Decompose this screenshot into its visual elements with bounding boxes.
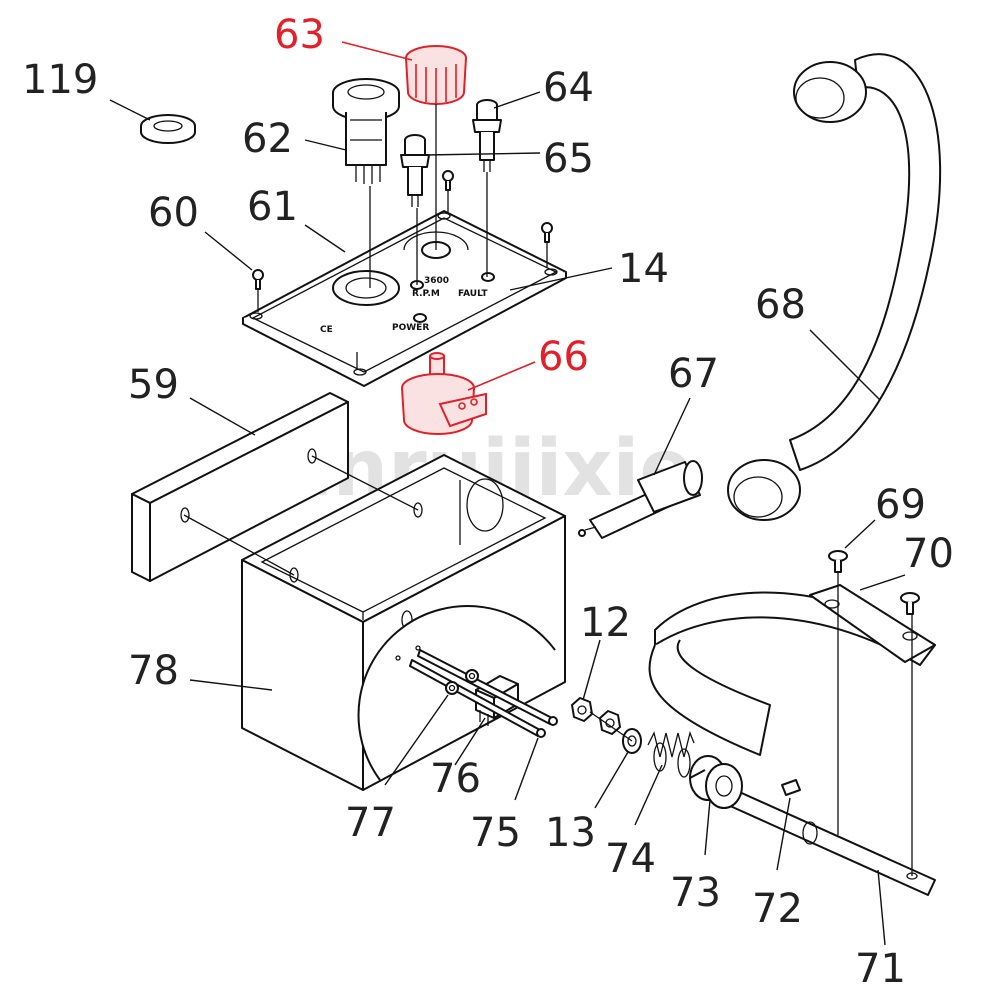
- part-59-side-plate: [131, 392, 349, 582]
- leader-lines: [109, 41, 906, 946]
- label-14: 14: [618, 246, 669, 292]
- panel-rpm-value: 3600: [424, 276, 449, 286]
- label-74: 74: [605, 836, 656, 882]
- part-65-power-lamp: [400, 134, 430, 207]
- label-60: 60: [148, 190, 199, 236]
- label-78: 78: [128, 648, 179, 694]
- part-61-panel-plate: 3600 R.P.M FAULT POWER CE: [242, 210, 567, 387]
- part-70-bracket: [648, 584, 936, 756]
- label-61: 61: [247, 184, 298, 230]
- label-63: 63: [274, 12, 325, 58]
- panel-power-text: POWER: [392, 323, 429, 333]
- part-75-screws: [409, 649, 558, 738]
- part-66-rotary-switch: [401, 352, 487, 435]
- label-59: 59: [128, 362, 179, 408]
- part-69-screws: [828, 550, 920, 615]
- label-13: 13: [545, 810, 596, 856]
- part-labels: 119 63 64 62 65 60 61 14 66 59 67 68 69 …: [22, 12, 954, 992]
- part-68-conduit: [727, 53, 942, 521]
- part-64-fault-lamp: [472, 99, 502, 172]
- label-69: 69: [875, 482, 926, 528]
- assembly-lines: [183, 104, 913, 876]
- label-119: 119: [22, 57, 98, 103]
- label-75: 75: [470, 810, 521, 856]
- label-71: 71: [855, 946, 906, 992]
- part-77-nuts: [395, 645, 479, 695]
- label-68: 68: [755, 282, 806, 328]
- label-77: 77: [345, 800, 396, 846]
- part-72-key: [781, 779, 801, 796]
- panel-fault-text: FAULT: [458, 289, 488, 299]
- part-60-screw: [252, 269, 264, 290]
- label-67: 67: [668, 351, 719, 397]
- part-62-emergency-stop: [332, 78, 400, 184]
- part-74-spring: [647, 730, 695, 778]
- label-64: 64: [543, 65, 594, 111]
- label-73: 73: [670, 870, 721, 916]
- panel-rpm-label: R.P.M: [412, 289, 440, 299]
- label-12: 12: [580, 600, 631, 646]
- label-76: 76: [430, 756, 481, 802]
- part-63-knob: [405, 45, 467, 105]
- part-119-ring: [140, 114, 196, 144]
- label-70: 70: [903, 531, 954, 577]
- part-12-nuts: [571, 697, 621, 735]
- part-73-collar: [689, 755, 743, 809]
- label-66: 66: [538, 334, 589, 380]
- part-71-shaft: [725, 788, 936, 896]
- label-62: 62: [242, 116, 293, 162]
- label-65: 65: [543, 136, 594, 182]
- panel-ce-mark: CE: [320, 325, 333, 335]
- label-72: 72: [752, 886, 803, 932]
